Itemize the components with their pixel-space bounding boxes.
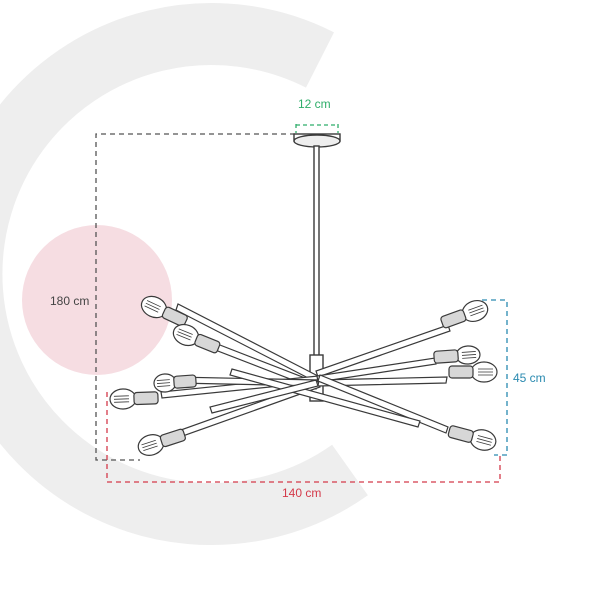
chandelier-arms bbox=[160, 303, 451, 438]
bulb-9 bbox=[447, 425, 497, 451]
socket-8 bbox=[448, 365, 474, 379]
total-height-label: 180 cm bbox=[50, 294, 90, 308]
fixture-height-label: 45 cm bbox=[513, 371, 546, 385]
canopy-width-guide bbox=[295, 124, 339, 133]
background-logo-mark bbox=[0, 3, 368, 545]
socket-2 bbox=[194, 333, 221, 354]
bulb-8 bbox=[448, 361, 498, 383]
arm-10 bbox=[229, 368, 421, 428]
socket-3 bbox=[133, 391, 159, 406]
socket-9 bbox=[447, 425, 474, 443]
canopy-width-label: 12 cm bbox=[298, 97, 331, 111]
bulb-5 bbox=[137, 428, 186, 456]
canopy-base bbox=[293, 134, 341, 148]
socket-4 bbox=[173, 374, 197, 389]
bulb-6 bbox=[440, 300, 489, 329]
socket-1 bbox=[161, 306, 188, 327]
bulb-7 bbox=[433, 345, 481, 365]
socket-5 bbox=[159, 428, 186, 448]
background-c-arc bbox=[0, 3, 368, 545]
bulb-2 bbox=[172, 323, 221, 354]
total-height-guide bbox=[95, 133, 295, 461]
bulb-4 bbox=[153, 373, 197, 393]
socket-6 bbox=[440, 309, 467, 329]
bulb-3 bbox=[109, 388, 159, 410]
socket-7 bbox=[433, 349, 459, 364]
background-pink-circle bbox=[22, 225, 172, 375]
suspension-stem bbox=[313, 145, 320, 357]
bulbs bbox=[109, 295, 498, 456]
arm-11 bbox=[209, 379, 319, 414]
arm-8 bbox=[317, 376, 448, 387]
fixture-height-guide bbox=[482, 299, 508, 456]
arm-9 bbox=[317, 374, 449, 434]
chandelier-mount bbox=[293, 133, 341, 402]
fixture-width-guide bbox=[106, 392, 501, 483]
dimension-guides bbox=[95, 124, 508, 483]
fixture-width-label: 140 cm bbox=[282, 486, 322, 500]
bulb-1 bbox=[140, 295, 188, 327]
